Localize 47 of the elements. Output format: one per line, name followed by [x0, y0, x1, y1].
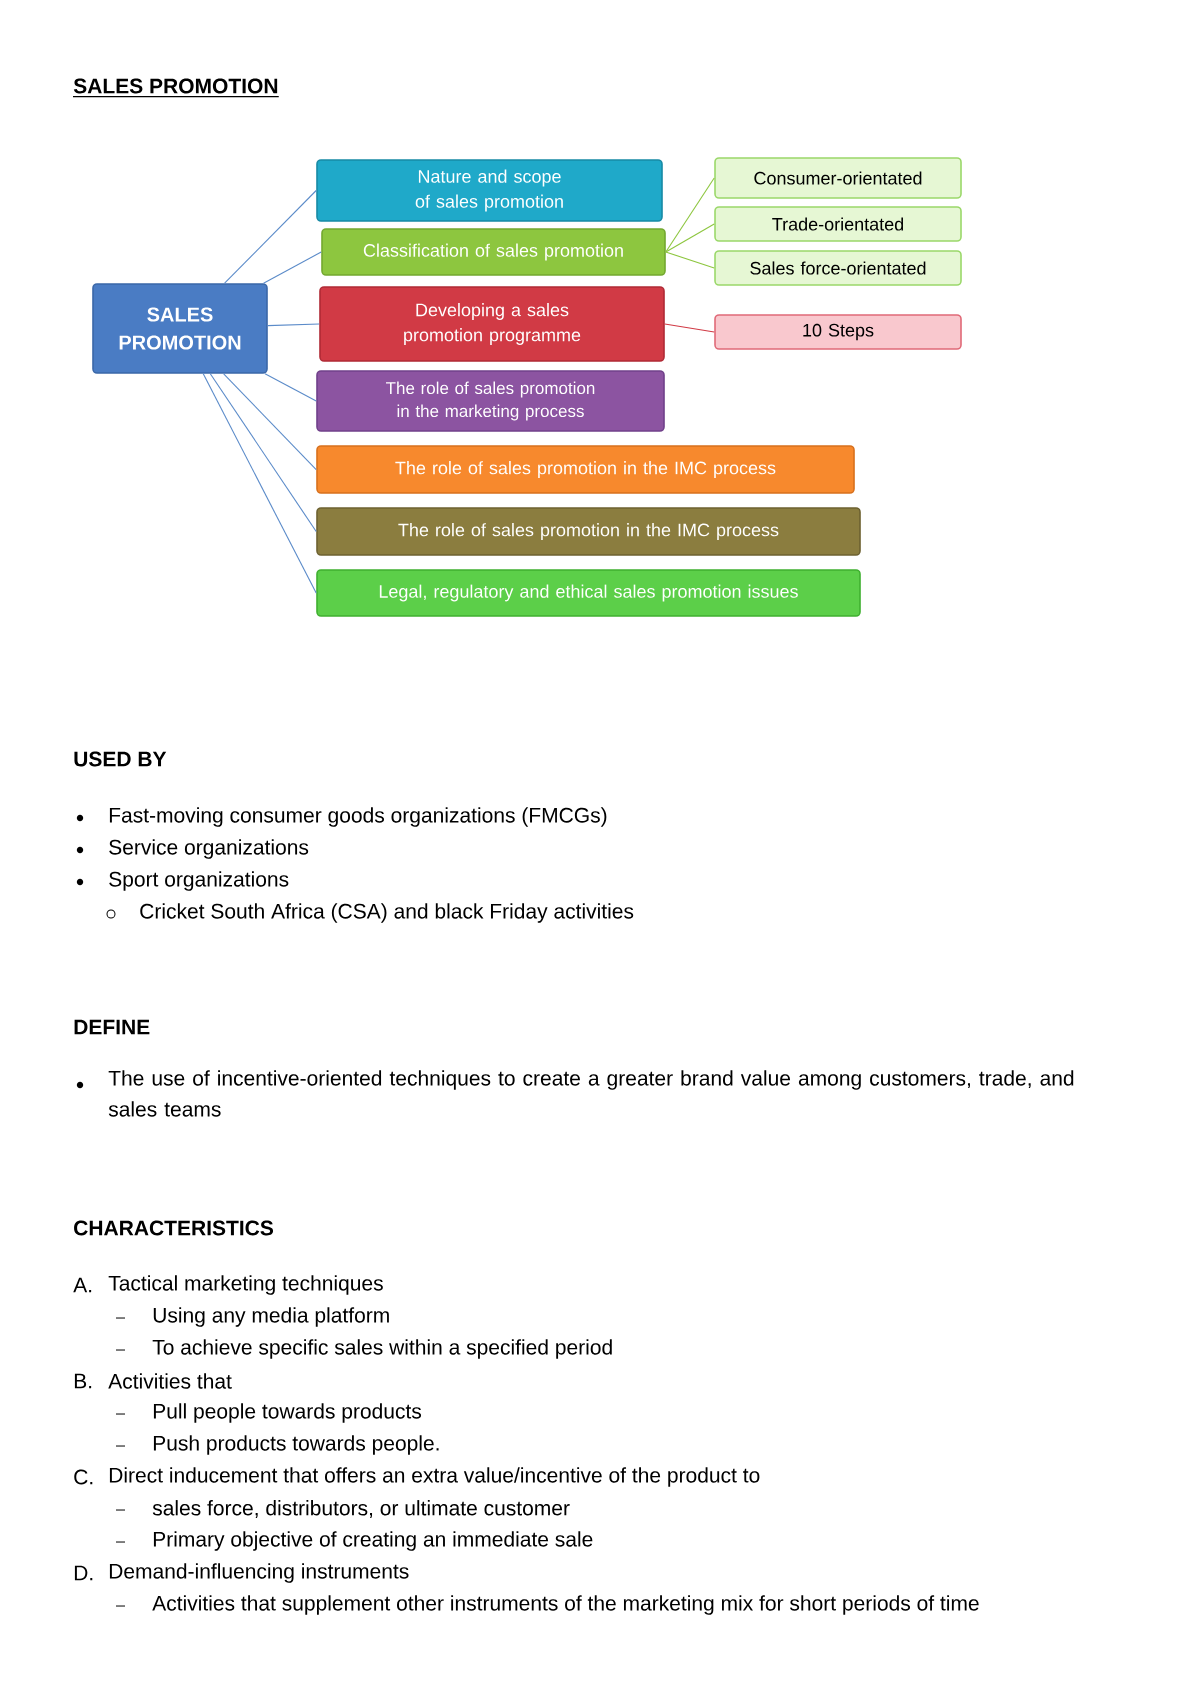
list-letter: C.	[74, 1469, 93, 1485]
list-item: Service organizations	[109, 839, 309, 859]
list-item: Pull people towards products	[153, 1403, 422, 1423]
connector-line	[665, 177, 715, 253]
connector-line	[202, 373, 317, 594]
list-item: Demand-influencing instruments	[109, 1563, 409, 1583]
list-letter: D.	[74, 1565, 93, 1581]
list-letter: B.	[74, 1373, 92, 1389]
connector-line	[223, 373, 317, 471]
list-letter: A.	[73, 1277, 92, 1293]
topic-box: The role of sales promotion in the IMC process	[316, 507, 861, 556]
topic-box: Nature and scope of sales promotion	[316, 159, 663, 222]
topic-box: Classification of sales promotion	[321, 228, 666, 276]
list-item: Tactical marketing techniques	[108, 1275, 383, 1295]
list-item: Push products towards people.	[153, 1435, 439, 1455]
subtopic-box: Consumer-orientated	[714, 157, 962, 199]
list-item: To achieve specific sales within a specified period	[152, 1339, 612, 1359]
list-item: Direct inducement that offers an extra value/incentive of the product to	[109, 1467, 760, 1487]
list-item: Sport organizations	[109, 871, 289, 891]
root-box: SALES PROMOTION	[92, 283, 268, 374]
list-item: sales force, distributors, or ultimate customer	[152, 1500, 570, 1518]
topic-box: The role of sales promotion in the marketing process	[316, 370, 665, 432]
list-item: Primary objective of creating an immediate sale	[153, 1531, 593, 1551]
subtopic-box: Trade-orientated	[714, 206, 962, 242]
connector-line	[209, 373, 317, 533]
connector-line	[267, 323, 320, 327]
topic-box: Developing a sales promotion programme	[319, 286, 665, 362]
list-item: Using any media platform	[153, 1307, 389, 1327]
connector-line	[665, 223, 715, 253]
subtopic-box: 10 Steps	[714, 314, 962, 350]
title: SALES PROMOTION	[72, 78, 280, 98]
connector-line	[263, 251, 322, 284]
section-heading: CHARACTERISTICS	[74, 1220, 274, 1236]
connector-line	[264, 373, 317, 402]
subtopic-box: Sales force-orientated	[714, 250, 962, 286]
topic-box: Legal, regulatory and ethical sales promotion issues	[316, 569, 861, 617]
list-item: Fast-moving consumer goods organizations (FMCGs)	[109, 807, 607, 827]
list-item: Activities that	[108, 1373, 232, 1389]
section-heading: DEFINE	[74, 1019, 150, 1035]
paragraph: The use of incentive-oriented techniques to create a greater brand value among customers, trade, and sales teams	[108, 1070, 1074, 1117]
connector-line	[665, 251, 715, 269]
list-item: Cricket South Africa (CSA) and black Friday activities	[140, 903, 634, 923]
topic-box: The role of sales promotion in the IMC process	[316, 445, 855, 494]
connector-line	[664, 323, 715, 333]
list-item: Activities that supplement other instruments of the marketing mix for short periods of time	[152, 1595, 979, 1615]
section-heading: USED BY	[74, 751, 167, 767]
connector-line	[224, 189, 317, 284]
